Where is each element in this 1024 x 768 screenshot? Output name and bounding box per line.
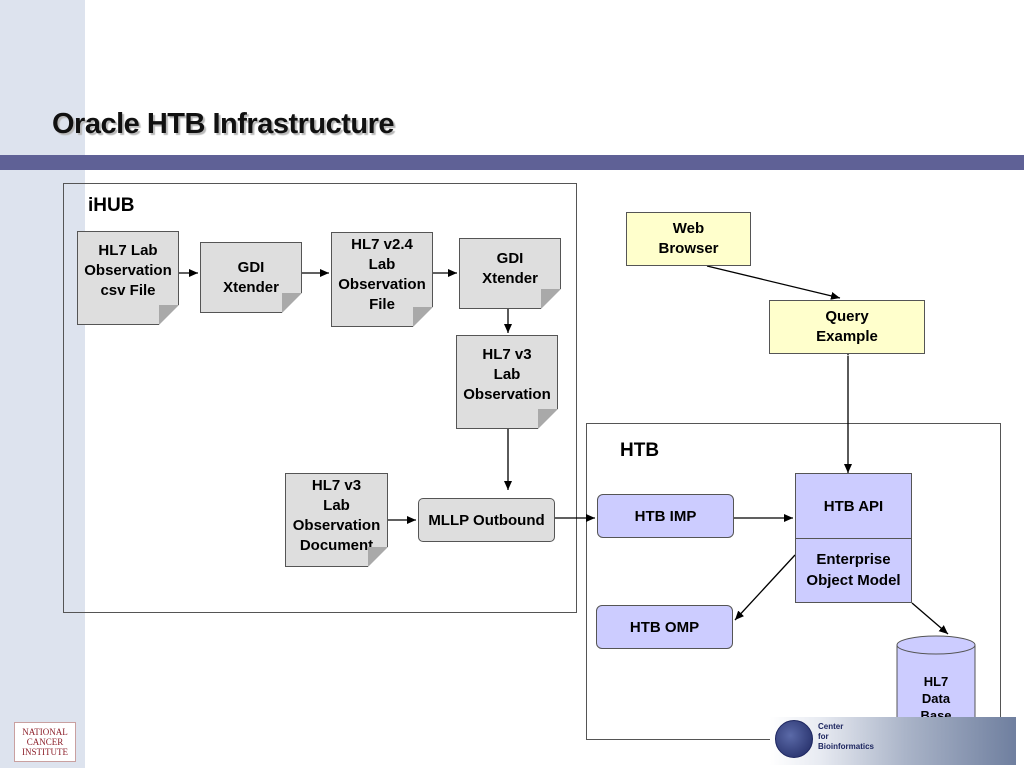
cbi-globe-icon [775,720,813,758]
htb-label: HTB [620,440,660,461]
ihub-container [63,183,577,613]
mllp-outbound: MLLP Outbound [418,498,555,542]
hl7-v3-lab-observation: HL7 v3 Lab Observation [456,335,558,429]
enterprise-object-model: Enterprise Object Model [806,551,901,589]
cbi-logo-text: Center for Bioinformatics [818,722,875,751]
center-for-bioinformatics-logo: Center for Bioinformatics [770,717,1016,765]
slide-sidebar-band [0,0,85,768]
htb-imp: HTB IMP [597,494,734,538]
slide-title: Oracle HTB Infrastructure [52,108,395,140]
ihub-label: iHUB [88,195,135,216]
htb-api: HTB API [796,474,911,539]
gdi-xtender-1: GDI Xtender [200,242,302,313]
arrow-browser-to-query [706,265,841,300]
arrow-eom-to-database [911,602,949,635]
title-divider-bar [0,155,1024,170]
hl7-v3-lab-observation-document: HL7 v3 Lab Observation Document [285,473,388,567]
nci-logo: NATIONAL CANCER INSTITUTE [14,722,76,762]
arrow-eom-to-htbomp [734,554,796,621]
web-browser: Web Browser [626,212,751,266]
hl7-v24-lab-observation-file: HL7 v2.4 Lab Observation File [331,232,433,327]
gdi-xtender-2: GDI Xtender [459,238,561,309]
htb-api-stack: HTB API Enterprise Object Model [795,473,912,603]
query-example: Query Example [769,300,925,354]
htb-omp: HTB OMP [596,605,733,649]
hl7-lab-observation-csv-file: HL7 Lab Observation csv File [77,231,179,325]
